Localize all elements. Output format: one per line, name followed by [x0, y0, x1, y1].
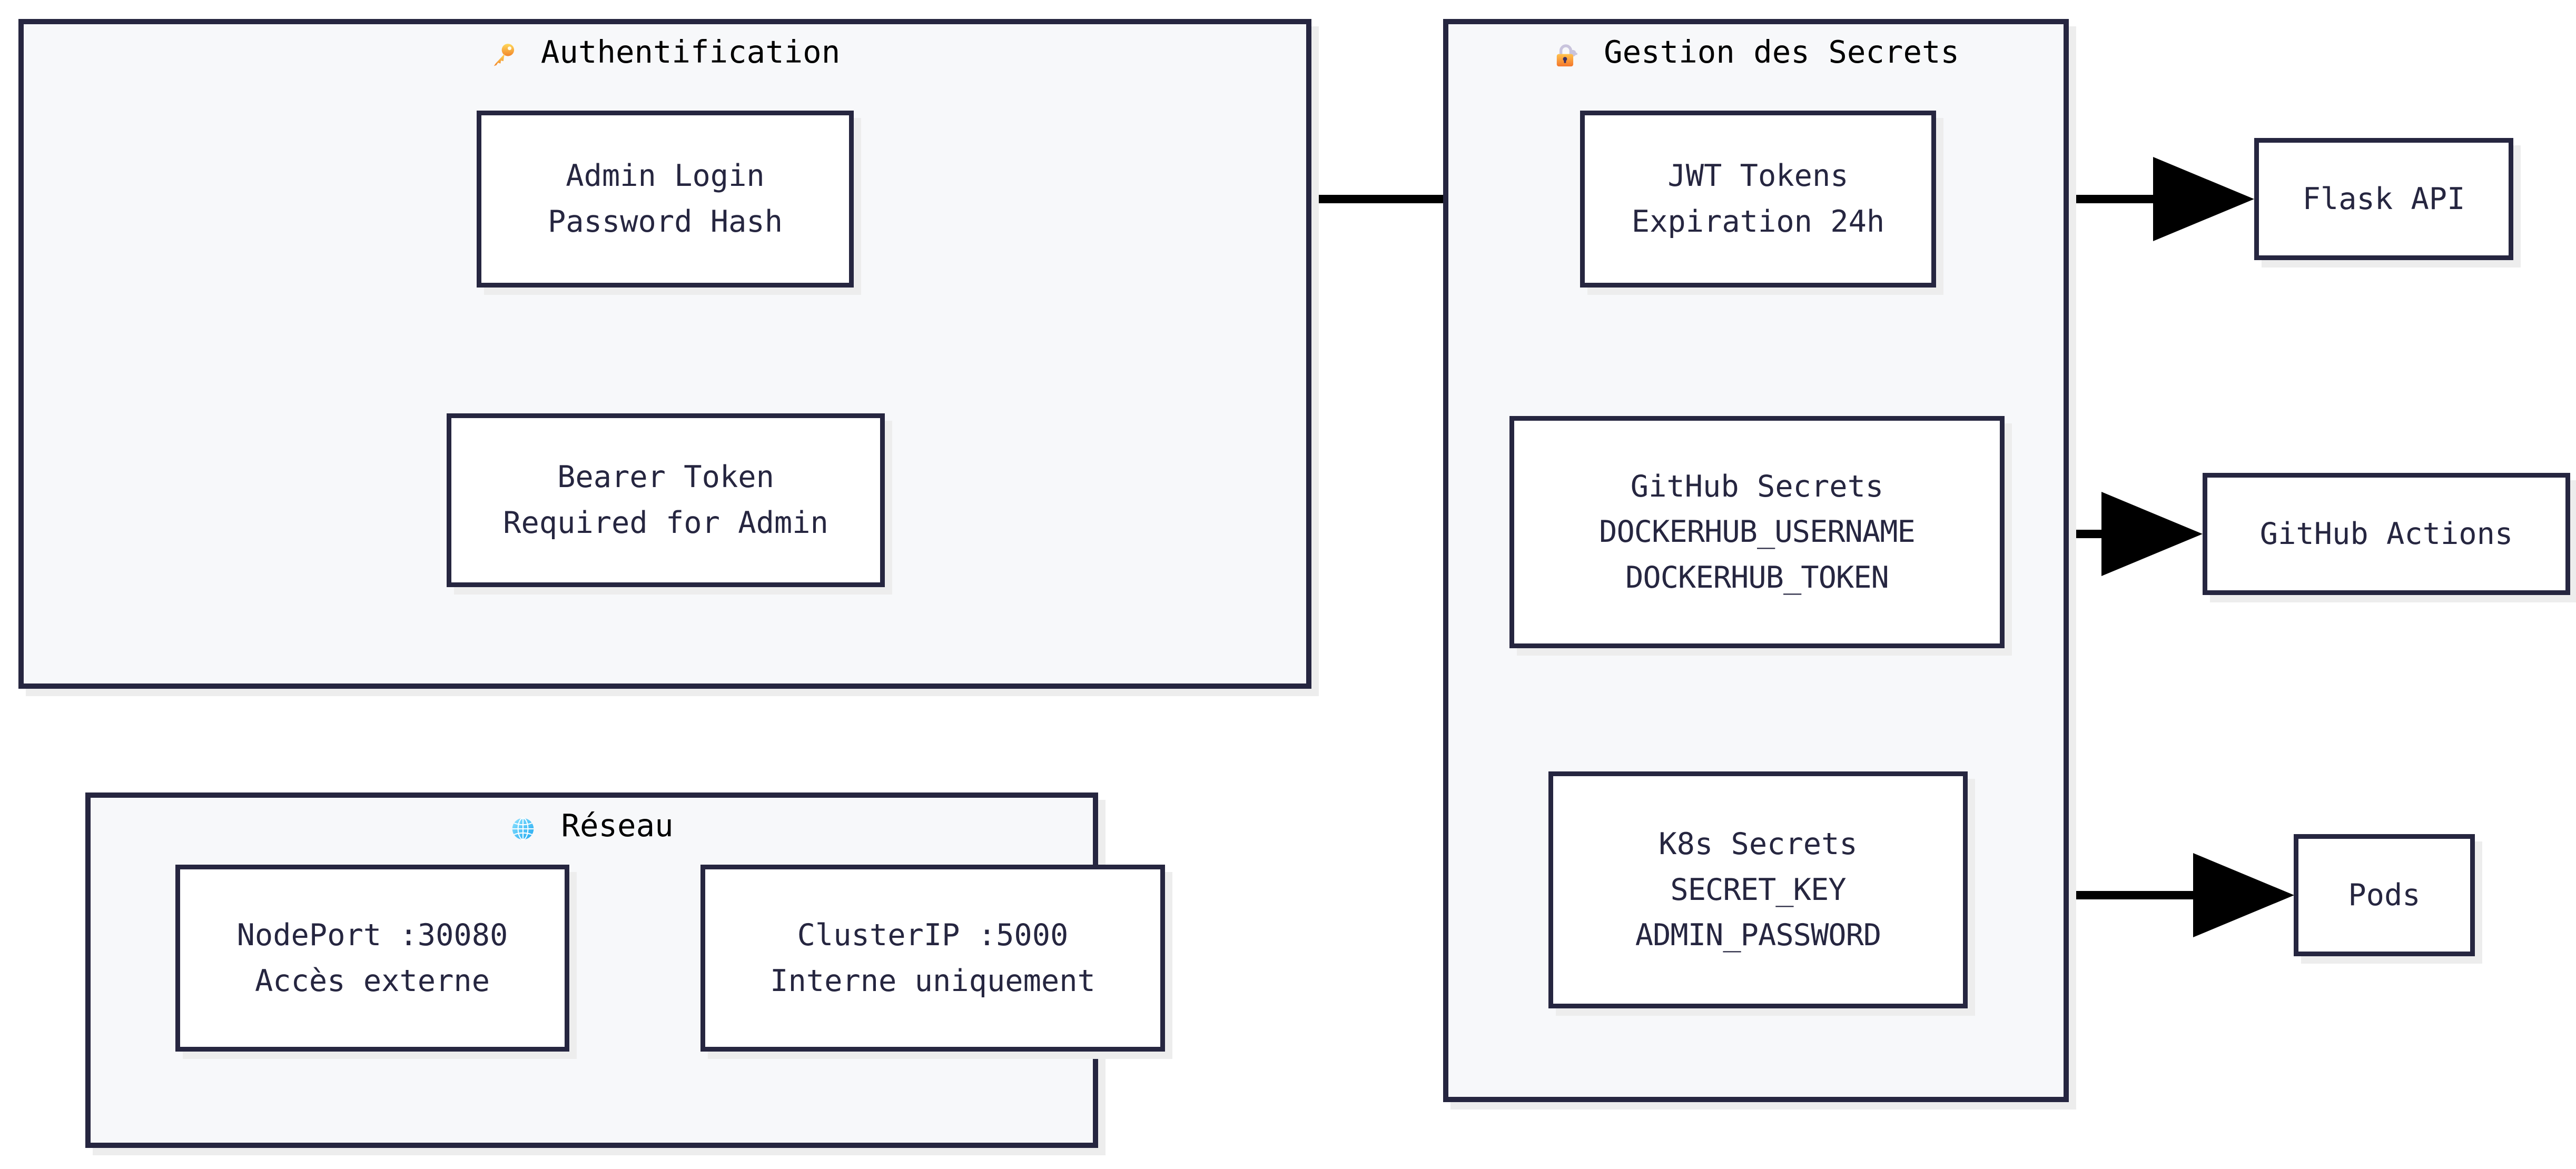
- node-pods-line-1: Pods: [2348, 877, 2421, 913]
- node-flask-api-line-1: Flask API: [2302, 181, 2465, 216]
- cluster-reseau-title: Réseau: [91, 809, 1093, 844]
- cluster-reseau-label: Réseau: [561, 807, 674, 844]
- node-github-secrets-line-2: DOCKERHUB_USERNAME: [1599, 514, 1916, 550]
- locked-with-key-icon: [1553, 37, 1596, 71]
- node-nodeport-line-1: NodePort :30080: [236, 917, 508, 953]
- node-clusterip-line-1: ClusterIP :5000: [797, 917, 1069, 953]
- cluster-gestion-des-secrets-title: Gestion des Secrets: [1448, 36, 2064, 70]
- node-bearer-token-line-2: Required for Admin: [503, 506, 828, 540]
- node-nodeport-line-2: Accès externe: [254, 963, 490, 998]
- node-clusterip[interactable]: ClusterIP :5000 Interne uniquement: [700, 865, 1165, 1052]
- node-k8s-secrets-line-1: K8s Secrets: [1659, 827, 1858, 862]
- node-bearer-token-line-1: Bearer Token: [557, 460, 774, 495]
- node-admin-login-line-1: Admin Login: [566, 158, 765, 194]
- node-clusterip-line-2: Interne uniquement: [770, 963, 1095, 998]
- cluster-authentification-title: Authentification: [24, 36, 1306, 70]
- node-nodeport[interactable]: NodePort :30080 Accès externe: [175, 865, 569, 1052]
- node-k8s-secrets-line-2: SECRET_KEY: [1670, 872, 1846, 907]
- node-github-secrets-line-3: DOCKERHUB_TOKEN: [1625, 560, 1889, 595]
- node-github-secrets-line-1: GitHub Secrets: [1630, 469, 1884, 504]
- node-flask-api[interactable]: Flask API: [2254, 138, 2513, 260]
- node-admin-login[interactable]: Admin Login Password Hash: [477, 111, 854, 288]
- node-pods[interactable]: Pods: [2294, 834, 2475, 956]
- node-jwt-tokens-line-1: JWT Tokens: [1667, 158, 1849, 194]
- key-icon: [490, 37, 534, 71]
- cluster-gestion-des-secrets-label: Gestion des Secrets: [1604, 34, 1960, 70]
- node-jwt-tokens-line-2: Expiration 24h: [1631, 204, 1885, 239]
- node-admin-login-line-2: Password Hash: [547, 204, 783, 239]
- node-github-actions[interactable]: GitHub Actions: [2203, 473, 2570, 595]
- globe-icon: [510, 811, 554, 845]
- node-github-secrets[interactable]: GitHub Secrets DOCKERHUB_USERNAME DOCKER…: [1509, 416, 2005, 648]
- node-k8s-secrets-line-3: ADMIN_PASSWORD: [1635, 918, 1881, 953]
- cluster-authentification-label: Authentification: [540, 34, 841, 70]
- node-jwt-tokens[interactable]: JWT Tokens Expiration 24h: [1580, 111, 1936, 288]
- node-github-actions-line-1: GitHub Actions: [2259, 516, 2513, 551]
- node-k8s-secrets[interactable]: K8s Secrets SECRET_KEY ADMIN_PASSWORD: [1548, 771, 1968, 1008]
- node-bearer-token[interactable]: Bearer Token Required for Admin: [447, 413, 885, 587]
